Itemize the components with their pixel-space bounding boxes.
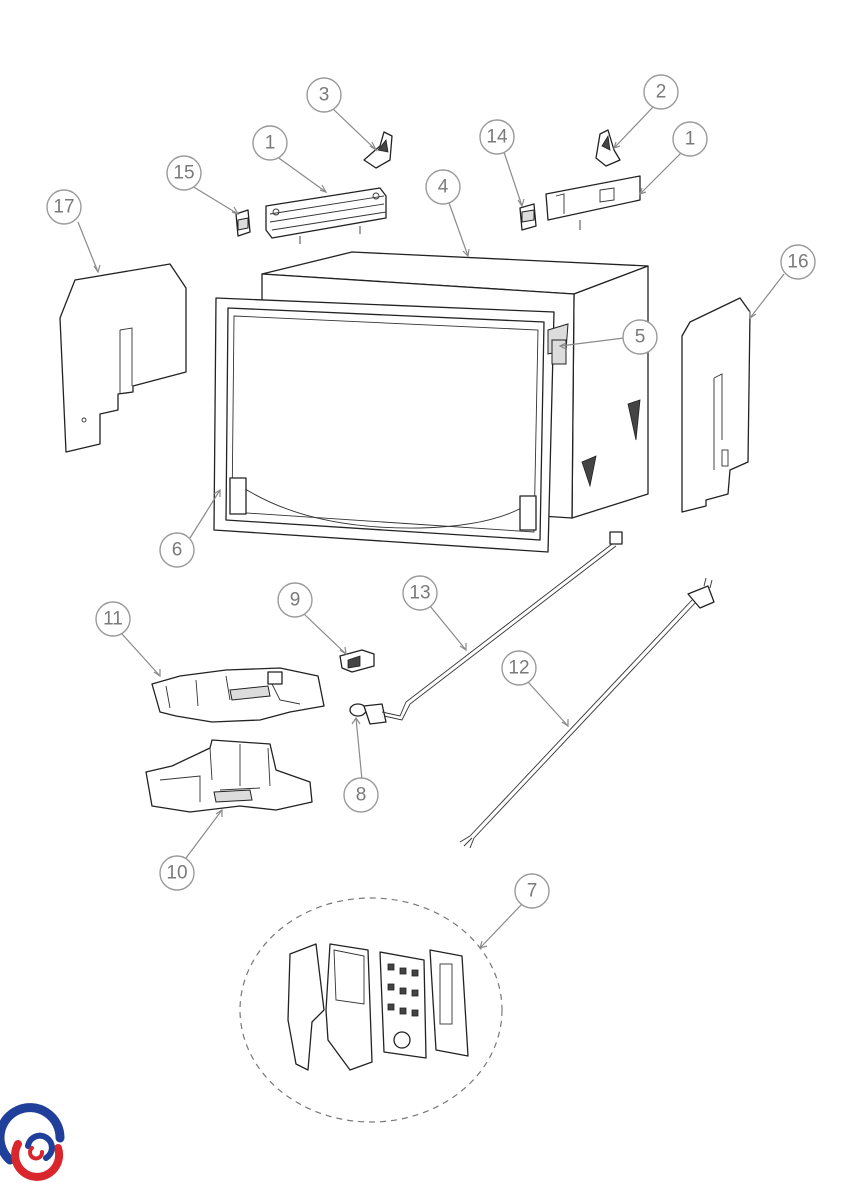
part-10-base-lower [145, 739, 313, 813]
callout-2: 2 [643, 74, 679, 110]
callout-7-label: 7 [527, 881, 538, 902]
callout-6: 6 [159, 532, 195, 568]
callout-3: 3 [306, 77, 342, 113]
callout-16-label: 16 [787, 252, 808, 273]
callout-2-label: 2 [656, 82, 667, 103]
callout-14: 14 [479, 119, 515, 155]
callout-9-label: 9 [290, 590, 301, 611]
callout-15: 15 [166, 155, 202, 191]
part-1-left-rail [265, 187, 387, 244]
callout-11: 11 [95, 601, 131, 637]
callout-16: 16 [780, 244, 816, 280]
part-12-power-cord [459, 577, 715, 849]
callout-5-label: 5 [635, 327, 646, 348]
part-14-clip-right [519, 203, 537, 231]
callout-12-label: 12 [508, 658, 529, 679]
part-11-base-upper [151, 667, 325, 723]
callout-9: 9 [277, 582, 313, 618]
part-16-side-panel-right [681, 297, 751, 513]
callout-1-right: 1 [672, 121, 708, 157]
leader-lines [77, 105, 785, 949]
callout-4: 4 [425, 169, 461, 205]
callout-1-right-label: 1 [685, 129, 696, 150]
callout-13-label: 13 [409, 583, 430, 604]
callout-8: 8 [343, 777, 379, 813]
callout-5: 5 [622, 319, 658, 355]
callout-15-label: 15 [173, 163, 194, 184]
callout-4-label: 4 [438, 177, 449, 198]
callout-10-label: 10 [166, 863, 187, 884]
callout-14-label: 14 [486, 127, 508, 148]
callout-12: 12 [501, 650, 537, 686]
callout-8-label: 8 [356, 785, 367, 806]
part-9-valve [339, 649, 375, 673]
callout-10: 10 [159, 855, 195, 891]
callout-17-label: 17 [53, 197, 74, 218]
brand-swirl-logo-icon [0, 1103, 65, 1181]
part-3-hinge-left [363, 131, 393, 169]
part-17-side-panel-left [59, 263, 187, 453]
part-15-clip-left [235, 209, 251, 237]
callout-17: 17 [46, 189, 82, 225]
callout-7: 7 [514, 873, 550, 909]
part-8-sensor [349, 703, 387, 725]
part-2-hinge-right [595, 129, 621, 167]
callout-6-label: 6 [172, 540, 183, 561]
part-1-right-rail [545, 175, 641, 230]
callout-1-left-label: 1 [265, 133, 276, 154]
part-13-hose [381, 531, 623, 721]
part-7-control-module [239, 897, 503, 1123]
callout-11-label: 11 [103, 609, 123, 630]
part-6-front-frame [213, 297, 569, 553]
callout-1-left: 1 [252, 125, 288, 161]
callout-13: 13 [402, 575, 438, 611]
callout-3-label: 3 [319, 85, 330, 106]
